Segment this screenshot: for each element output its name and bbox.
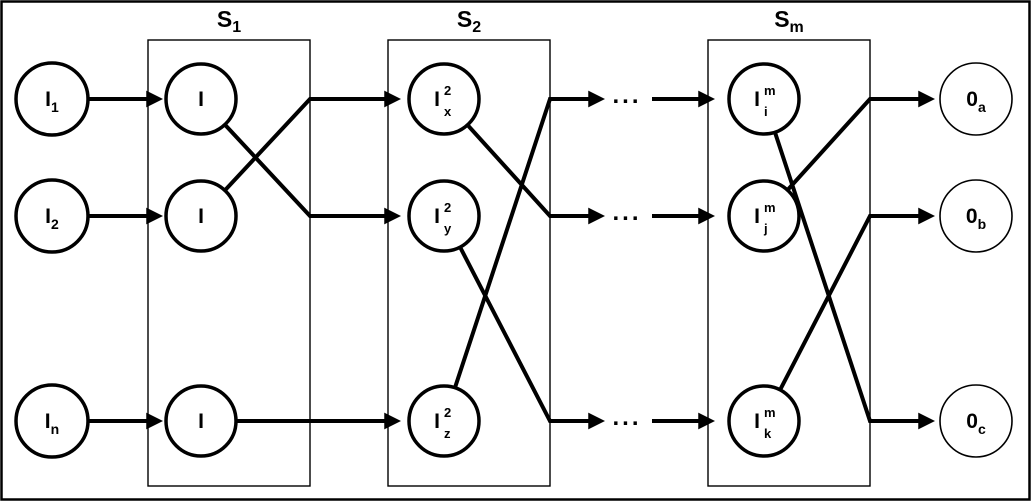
conn-s2-top-to-row2-dots: [442, 97, 606, 225]
ellipsis-group: ... ... ...: [612, 82, 641, 431]
stage-s1-box: [147, 39, 311, 487]
s2-node-z-main: I: [434, 410, 440, 433]
input-node-2-label: I2: [45, 205, 59, 232]
s1-node-top-circle: [164, 62, 238, 136]
s2-node-y-circle: [407, 179, 481, 253]
s1-node-mid-circle: [164, 179, 238, 253]
s2-node-x-circle: [407, 62, 481, 136]
sm-node-j-sup: m: [764, 200, 776, 215]
output-node-c-circle: [939, 384, 1013, 458]
s2-node-x-sub: x: [444, 104, 452, 119]
stage-boxes: [147, 39, 871, 487]
ellipsis-row1: ...: [612, 82, 641, 109]
s2-node-y-main: I: [434, 205, 440, 228]
s2-node-z-circle: [407, 384, 481, 458]
input-node-labels: I1 I2 In: [45, 88, 59, 437]
node-circles: [14, 61, 1013, 459]
stage-s2-label: S2: [457, 6, 481, 36]
stage-sm-box: [707, 39, 871, 487]
s2-node-z-sup: 2: [444, 405, 451, 420]
input-node-1-label: I1: [45, 88, 59, 115]
conn-sm-mid-to-output-a: [762, 90, 936, 218]
s2-node-labels: I 2 x I 2 y I 2 z: [434, 83, 452, 441]
stage-s2-box: [387, 39, 551, 487]
conn-sm-bot-to-output-b: [762, 207, 936, 422]
edges: [88, 90, 936, 430]
sm-node-i-main: I: [754, 88, 760, 111]
output-node-labels: 0a 0b 0c: [966, 88, 986, 437]
conn-s2-bot-to-row1-dots: [442, 90, 606, 422]
stage-sm-label: Sm: [774, 6, 804, 36]
conn-s2-mid-to-row3-dots: [442, 215, 606, 430]
sm-node-labels: I m i I m j I m k: [754, 83, 775, 441]
conn-s1-mid-to-s2-top: [199, 90, 402, 218]
ellipsis-row3: ...: [612, 404, 641, 431]
s2-node-x-sup: 2: [444, 83, 451, 98]
output-node-b-circle: [939, 179, 1013, 253]
conn-s1-top-to-s2-mid: [199, 97, 402, 225]
sm-node-i-sup: m: [764, 83, 776, 98]
output-node-c-label: 0c: [966, 410, 986, 437]
s1-node-top-label: I: [198, 88, 204, 111]
s1-node-labels: I I I: [198, 88, 204, 433]
input-node-2-circle: [14, 178, 90, 254]
stage-s1-label: S1: [217, 6, 241, 36]
s1-node-bot-label: I: [198, 410, 204, 433]
s2-node-z-sub: z: [444, 426, 451, 441]
input-node-n-circle: [14, 383, 90, 459]
sm-node-k-main: I: [754, 410, 760, 433]
sm-node-k-sup: m: [764, 405, 776, 420]
sm-node-j-main: I: [754, 205, 760, 228]
input-node-1-circle: [14, 61, 90, 137]
output-node-a-circle: [939, 62, 1013, 136]
s2-node-y-sub: y: [444, 221, 452, 236]
sm-node-j-sub: j: [763, 221, 768, 236]
sm-node-i-sub: i: [764, 104, 768, 119]
stage-labels: S1 S2 Sm: [217, 6, 804, 36]
s1-node-mid-label: I: [198, 205, 204, 228]
sm-node-k-sub: k: [764, 426, 772, 441]
input-node-n-label: In: [45, 410, 59, 437]
output-node-b-label: 0b: [966, 205, 986, 232]
sm-node-i-circle: [727, 62, 801, 136]
s2-node-x-main: I: [434, 88, 440, 111]
s1-node-bot-circle: [164, 384, 238, 458]
ellipsis-row2: ...: [612, 199, 641, 226]
sm-node-k-circle: [727, 384, 801, 458]
s2-node-y-sup: 2: [444, 200, 451, 215]
sm-node-j-circle: [727, 179, 801, 253]
output-node-a-label: 0a: [966, 88, 986, 115]
